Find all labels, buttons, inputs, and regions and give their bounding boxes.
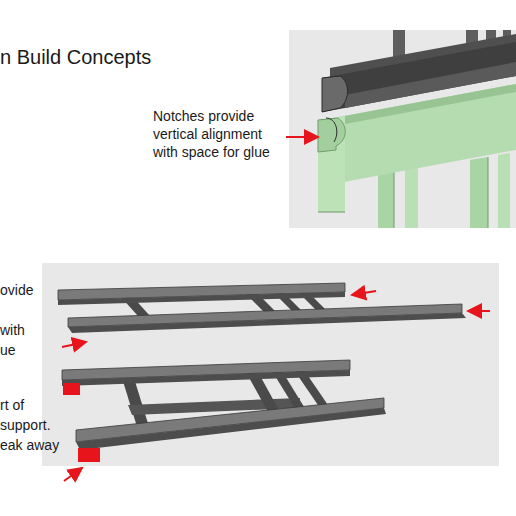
cropped-callout-text: rt of: [0, 396, 24, 414]
callout-text: Notches provide vertical alignment with …: [153, 107, 286, 162]
leader-arrow: [468, 310, 490, 312]
leader-arrow: [62, 342, 86, 347]
cropped-callout-text: eak away: [0, 436, 59, 454]
cropped-callout-text: ovide: [0, 281, 33, 299]
ladder-render: [42, 263, 499, 466]
rail-render: [289, 30, 516, 228]
cropped-callout-text: ue: [0, 341, 16, 359]
support-block: [78, 448, 100, 462]
support-block: [63, 383, 80, 395]
leader-arrow: [352, 291, 376, 295]
cropped-callout-text: with: [0, 321, 25, 339]
slide-title: n Build Concepts: [0, 44, 151, 70]
cropped-callout-text: support.: [0, 416, 51, 434]
leader-arrow: [286, 136, 318, 138]
leader-arrow: [64, 468, 82, 481]
